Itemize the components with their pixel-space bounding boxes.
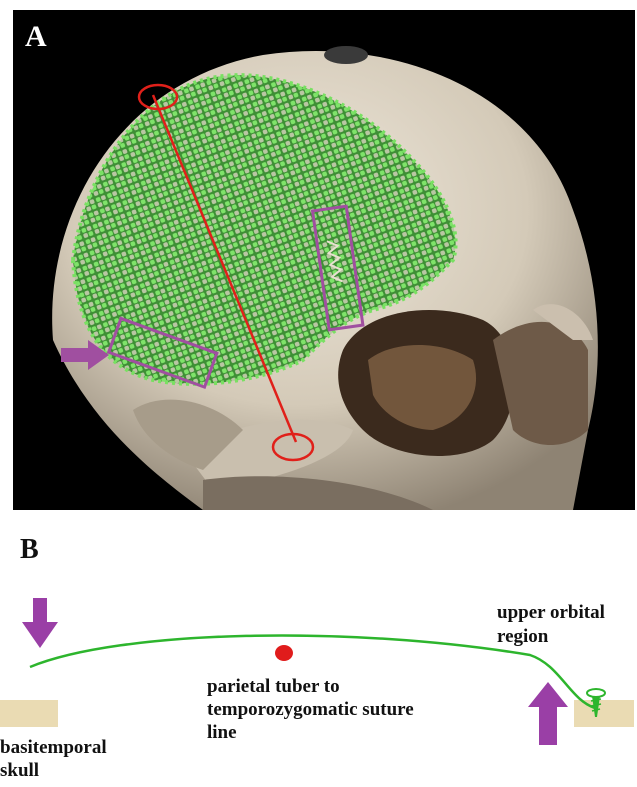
parietal-label-3: line bbox=[207, 722, 237, 744]
parietal-tuber-dot bbox=[275, 645, 293, 661]
parietal-label-1: parietal tuber to bbox=[207, 676, 340, 698]
parietal-label-2: temporozygomatic suture bbox=[207, 699, 414, 721]
panel-b-schematic: upper orbital region parietal tuber to t… bbox=[0, 570, 637, 782]
basitemporal-bone-block bbox=[0, 700, 58, 727]
basitemporal-label-1: basitemporal bbox=[0, 737, 107, 759]
panel-a-ct-render: A bbox=[13, 10, 635, 510]
basitemporal-label-2: skull bbox=[0, 760, 39, 782]
panel-a-label: A bbox=[25, 22, 47, 52]
orbital-bone-block bbox=[574, 700, 634, 727]
upper-orbital-label-2: region bbox=[497, 626, 548, 648]
skull-3d-render bbox=[13, 10, 635, 510]
upper-orbital-label-1: upper orbital bbox=[497, 602, 605, 624]
skull-top-hole bbox=[324, 46, 368, 64]
panel-b-label: B bbox=[20, 535, 39, 565]
up-arrow-icon bbox=[528, 682, 568, 745]
down-arrow-icon bbox=[22, 598, 58, 648]
